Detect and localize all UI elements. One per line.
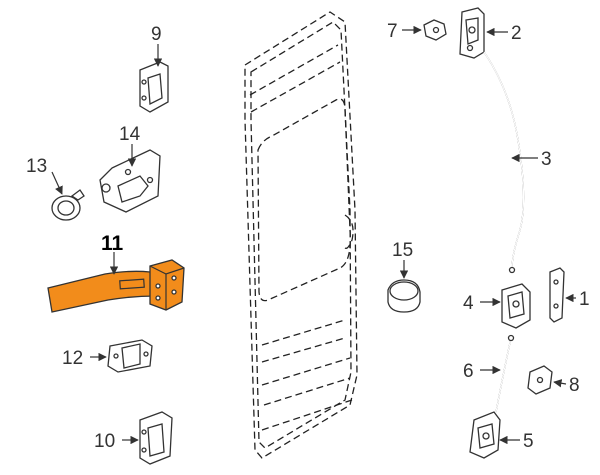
callout-8[interactable]: 8 (569, 375, 580, 396)
leader-lines (51, 25, 576, 445)
callout-3[interactable]: 3 (541, 149, 552, 170)
callout-14[interactable]: 14 (119, 124, 141, 145)
part-12-hinge[interactable] (107, 339, 153, 373)
callout-12[interactable]: 12 (62, 348, 83, 369)
part-3-rod[interactable] (483, 51, 525, 274)
callout-7[interactable]: 7 (387, 21, 398, 42)
part-13-bumper[interactable] (51, 189, 85, 221)
callout-2[interactable]: 2 (511, 23, 522, 44)
part-9-hinge[interactable] (139, 61, 169, 113)
callout-6[interactable]: 6 (463, 361, 474, 382)
part-5-lower-lock[interactable] (469, 411, 501, 459)
rear-door-outline (244, 11, 358, 459)
callout-5[interactable]: 5 (523, 431, 534, 452)
part-15-rubber-stop[interactable] (387, 279, 421, 313)
callout-9[interactable]: 9 (151, 24, 162, 45)
callout-15[interactable]: 15 (392, 240, 413, 261)
part-2-upper-lock[interactable] (459, 7, 485, 59)
callout-1[interactable]: 1 (579, 289, 590, 310)
part-1-handle[interactable] (549, 267, 565, 323)
part-11-door-check[interactable] (47, 259, 185, 313)
callout-4[interactable]: 4 (463, 293, 474, 314)
part-8-bracket[interactable] (527, 365, 553, 395)
callout-11[interactable]: 11 (101, 232, 124, 255)
callout-labels: 7 2 3 9 14 13 11 15 4 1 6 8 5 12 10 (26, 21, 590, 452)
callout-10[interactable]: 10 (94, 431, 115, 452)
part-6-lower-rod[interactable] (495, 334, 515, 413)
callout-13[interactable]: 13 (26, 156, 47, 177)
part-7-bracket[interactable] (423, 19, 447, 41)
part-14-striker-bracket[interactable] (99, 149, 161, 213)
part-4-center-lock[interactable] (501, 283, 531, 329)
part-10-hinge[interactable] (139, 411, 173, 465)
